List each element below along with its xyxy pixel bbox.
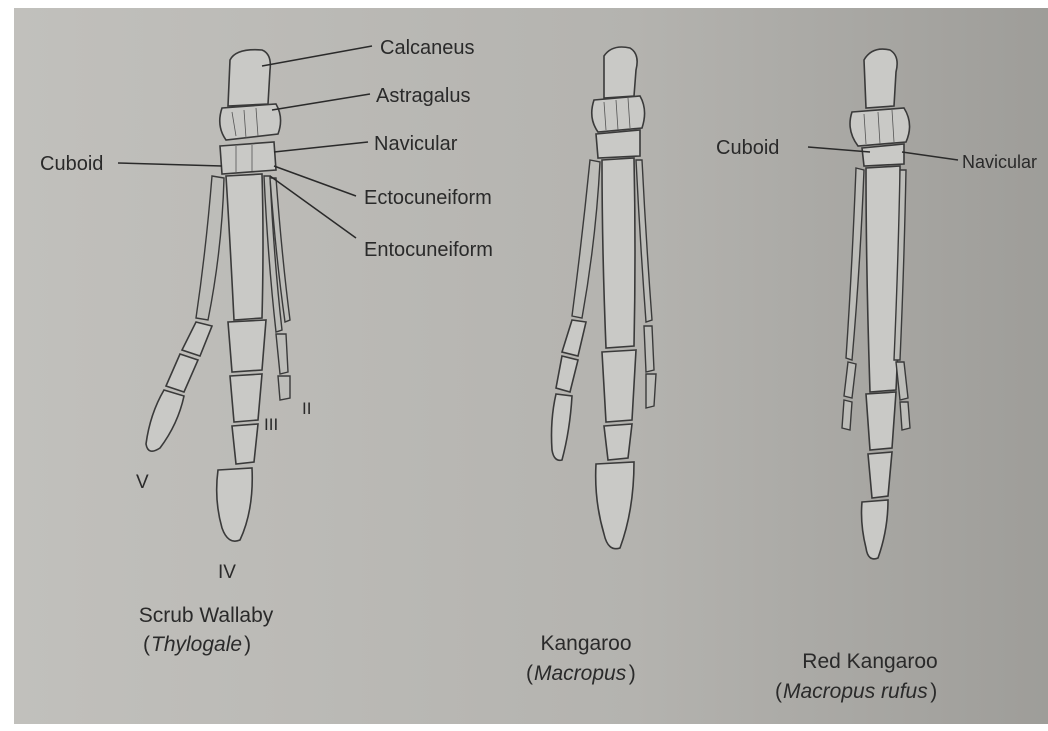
label-digit-iv: IV: [218, 562, 236, 583]
caption-red-kangaroo-paren-close: ): [930, 680, 937, 703]
caption-kangaroo-common: Kangaroo: [540, 632, 631, 655]
label-calcaneus: Calcaneus: [380, 37, 475, 59]
caption-wallaby-paren-open: (: [143, 633, 150, 656]
label-cuboid: Cuboid: [40, 153, 103, 175]
caption-wallaby-genus: Thylogale: [151, 633, 242, 656]
label-red-cuboid: Cuboid: [716, 137, 779, 159]
label-entocuneiform: Entocuneiform: [364, 239, 493, 261]
label-digit-v: V: [136, 472, 149, 493]
label-red-navicular: Navicular: [962, 152, 1037, 172]
caption-kangaroo-genus: Macropus: [534, 662, 627, 685]
label-digit-ii: II: [302, 399, 311, 418]
caption-wallaby-common: Scrub Wallaby: [139, 604, 274, 627]
caption-red-kangaroo-paren-open: (: [775, 680, 782, 703]
caption-kangaroo-paren-close: ): [629, 662, 636, 685]
label-navicular: Navicular: [374, 133, 458, 155]
caption-red-kangaroo-genus: Macropus rufus: [783, 680, 928, 703]
label-ectocuneiform: Ectocuneiform: [364, 187, 492, 209]
label-digit-iii: III: [264, 415, 278, 434]
label-astragalus: Astragalus: [376, 85, 471, 107]
caption-kangaroo-paren-open: (: [526, 662, 533, 685]
caption-wallaby-paren-close: ): [244, 633, 251, 656]
caption-red-kangaroo-common: Red Kangaroo: [802, 650, 937, 673]
